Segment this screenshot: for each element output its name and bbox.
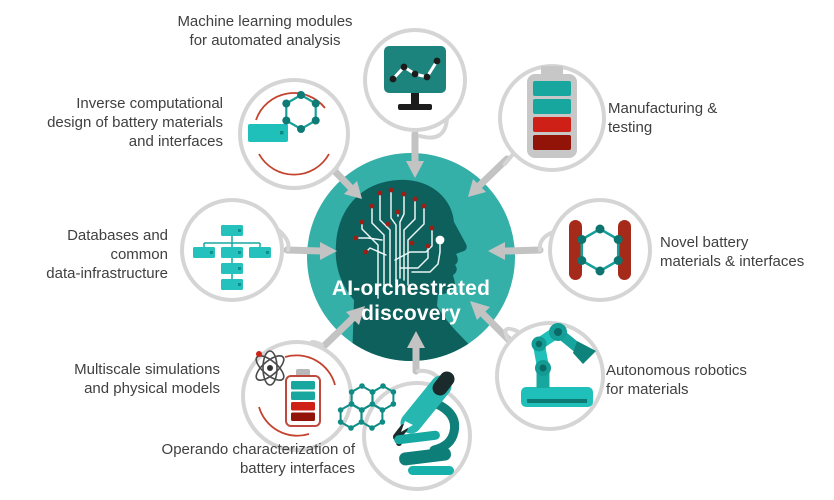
- head-silhouette-icon: [335, 179, 486, 361]
- atom-icon: [255, 350, 285, 386]
- robot-arm-icon: [521, 323, 596, 407]
- inward-arrows: [283, 130, 544, 375]
- label-inverse-design: Inverse computational design of battery …: [47, 95, 223, 151]
- atom-battery-icon: [255, 350, 336, 437]
- arrow-left-icon: [283, 242, 337, 260]
- electrodes-molecule-icon: [569, 220, 631, 280]
- battery-level-icon: [527, 66, 577, 158]
- node-ring-right: [548, 198, 652, 302]
- arrow-top-right-icon: [468, 155, 511, 197]
- molecule-slab-icon: [248, 91, 330, 176]
- label-operando: Operando characterization of battery int…: [161, 441, 355, 478]
- label-manufacturing: Manufacturing & testing: [608, 100, 718, 137]
- label-multiscale: Multiscale simulations and physical mode…: [74, 361, 220, 398]
- label-databases: Databases and common data-infrastructure: [46, 227, 168, 283]
- circuit-node-white-dot: [435, 235, 445, 245]
- node-ring-top-left: [238, 78, 350, 190]
- microscope-icon: [337, 371, 460, 475]
- arrow-top-icon: [406, 130, 424, 178]
- center-title: AI-orchestrated discovery: [331, 277, 491, 325]
- circuit-dots: [353, 187, 435, 255]
- label-novel-materials: Novel battery materials & interfaces: [660, 234, 805, 271]
- arrow-bottom-icon: [407, 331, 425, 375]
- arrow-bottom-left-icon: [320, 306, 365, 350]
- arrow-right-icon: [488, 242, 544, 260]
- label-autonomous-robotics: Autonomous robotics for materials: [606, 362, 747, 399]
- flowchart-icon: [193, 225, 271, 290]
- monitor-chart-icon: [384, 46, 446, 110]
- label-machine-learning: Machine learning modules for automated a…: [177, 13, 353, 50]
